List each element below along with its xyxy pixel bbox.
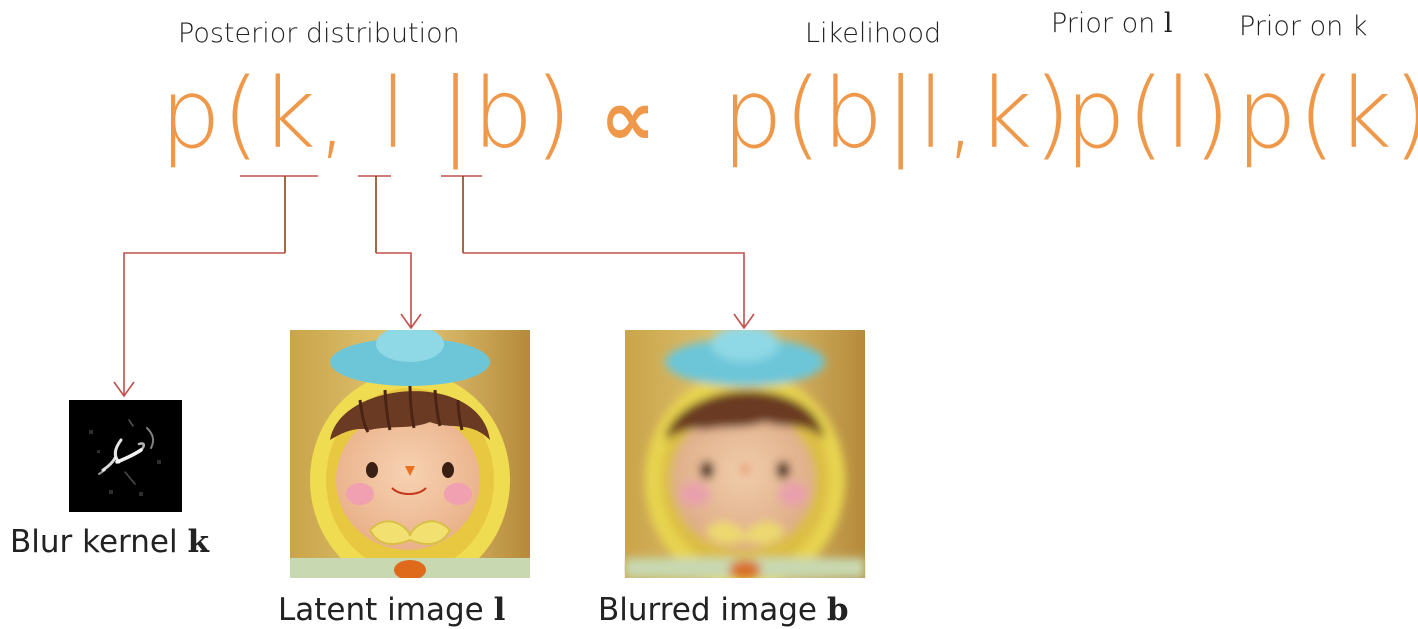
latent-image-caption-symbol: l: [493, 592, 506, 628]
prior-l-symbol: l: [1163, 8, 1173, 39]
prior-l-expression: p(l): [1065, 58, 1232, 170]
likelihood-expression: p(b|l,k): [722, 58, 1072, 170]
prior-l-text: Prior on: [1051, 8, 1164, 39]
blur-kernel-image: [69, 400, 182, 512]
posterior-label: Posterior distribution: [178, 18, 460, 49]
prior-k-symbol: k: [1351, 11, 1368, 42]
prior-k-expression: p(k): [1236, 58, 1418, 170]
blur-kernel-caption-text: Blur kernel: [10, 524, 188, 560]
prior-l-label: Prior on l: [1051, 8, 1172, 39]
prior-k-text: Prior on: [1239, 11, 1352, 42]
blur-kernel-caption-symbol: k: [187, 524, 209, 560]
latent-image-caption: Latent image l: [278, 592, 505, 628]
blurred-image: [624, 330, 866, 578]
likelihood-label: Likelihood: [805, 18, 942, 49]
blurred-image-caption-text: Blurred image: [598, 592, 827, 628]
b-arrow: [463, 252, 745, 328]
prior-k-label: Prior on k: [1239, 11, 1367, 42]
l-arrow: [376, 252, 412, 328]
latent-image-caption-text: Latent image: [278, 592, 494, 628]
blur-kernel-caption: Blur kernel k: [10, 524, 209, 560]
posterior-expression: p(k, l |b): [160, 58, 573, 170]
proportional-symbol: ∝: [600, 74, 656, 164]
blurred-image-caption-symbol: b: [826, 592, 849, 628]
blurred-image-caption: Blurred image b: [598, 592, 849, 628]
k-arrow: [123, 252, 285, 396]
latent-image: [290, 330, 530, 578]
